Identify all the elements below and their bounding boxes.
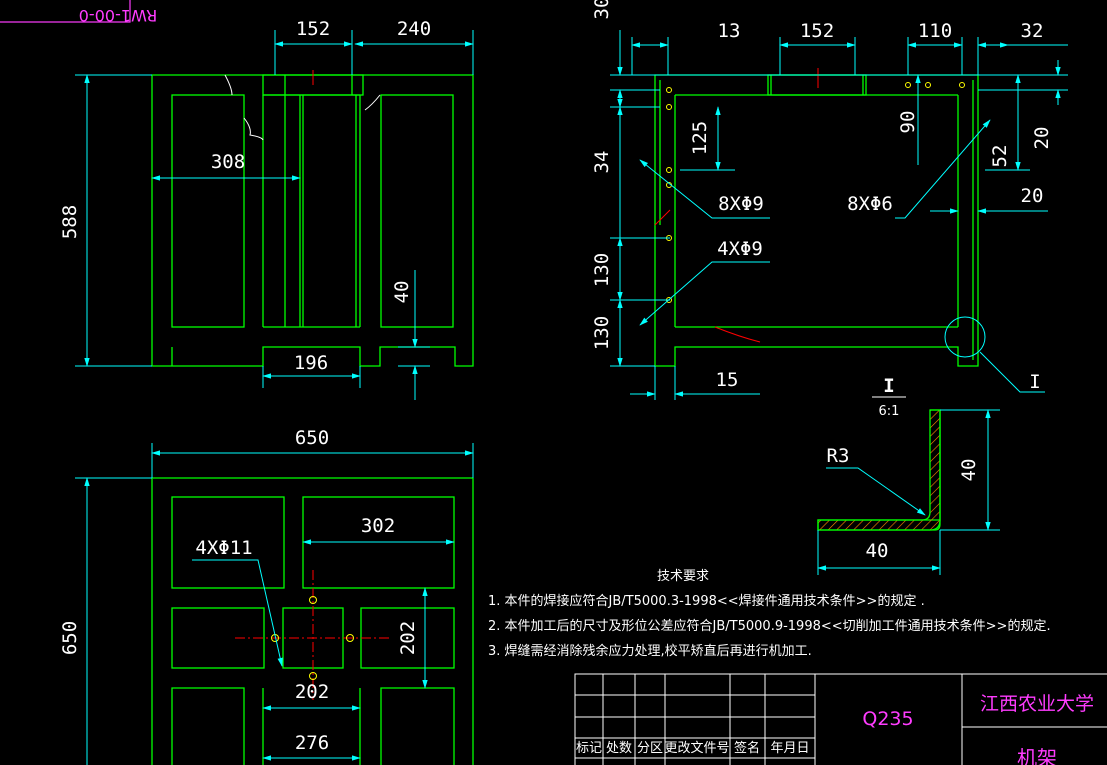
dim-label: 130: [591, 253, 613, 287]
tech-title: 技术要求: [657, 569, 709, 584]
hole-callout: 8XΦ9: [718, 193, 764, 215]
dim-label: 32: [1021, 20, 1044, 42]
hole-callout: 8XΦ6: [847, 193, 893, 215]
dim-label: 40: [958, 459, 980, 482]
tech-item: 1. 本件的焊接应符合JB/T5000.3-1998<<焊接件通用技术条件>>的…: [488, 593, 925, 609]
top-view-dimensions: [75, 443, 474, 765]
dim-label: 90: [897, 111, 919, 134]
dim-label: 110: [918, 20, 952, 42]
hole: [309, 672, 317, 680]
part-name: 机架: [1017, 746, 1057, 765]
top-view-holes: [271, 596, 354, 680]
dim-label: 20: [1021, 185, 1044, 207]
title-header: 签名: [734, 740, 760, 756]
top-view-dimension-labels: 650 650 302 202 202 276 4XΦ11: [59, 427, 419, 754]
dim-label: 152: [800, 20, 834, 42]
hole: [346, 634, 354, 642]
hole-callout: 4XΦ9: [717, 238, 763, 260]
material: Q235: [862, 708, 913, 730]
side-view: [654, 74, 979, 367]
dim-label: 588: [59, 205, 81, 239]
tech-item: 2. 本件加工后的尺寸及形位公差应符合JB/T5000.9-1998<<切削加工…: [488, 618, 1051, 634]
dim-label: 308: [211, 151, 245, 173]
title-block: [574, 673, 1107, 765]
organization: 江西农业大学: [980, 693, 1094, 715]
hole: [666, 167, 672, 173]
detail-circle: [944, 316, 986, 358]
dim-label: 650: [295, 427, 329, 449]
dim-label: 202: [295, 681, 329, 703]
angle-section: [817, 409, 941, 531]
side-view-dimensions: [610, 30, 1068, 400]
drawing-code-box: RW1-00-0: [0, 0, 157, 25]
hole: [905, 82, 911, 88]
dim-label: 34: [591, 151, 613, 174]
detail-view: I 6:1 R3 40 40: [817, 375, 1000, 575]
dim-label: 125: [689, 121, 711, 155]
detail-label: I: [883, 375, 894, 397]
front-right-panel: [380, 94, 454, 328]
dim-label: 20: [1031, 127, 1053, 150]
dim-label: 130: [591, 316, 613, 350]
front-view-outline: [151, 74, 474, 367]
title-header: 分区: [637, 741, 663, 756]
dim-label: 30: [591, 0, 613, 19]
top-view-centerlines: [235, 570, 390, 700]
hole: [925, 82, 931, 88]
side-view-holes: [666, 82, 965, 303]
hole: [959, 82, 965, 88]
front-view-dimensions: [75, 30, 474, 400]
dim-label: 15: [716, 369, 739, 391]
dim-label: 13: [718, 20, 741, 42]
dim-label: 40: [391, 281, 413, 304]
title-header: 更改文件号: [664, 741, 729, 756]
detail-scale: 6:1: [879, 404, 900, 419]
dim-label: 302: [361, 515, 395, 537]
technical-requirements: 技术要求 1. 本件的焊接应符合JB/T5000.3-1998<<焊接件通用技术…: [488, 569, 1051, 659]
side-view-outline: [654, 74, 979, 367]
dim-label: 276: [295, 732, 329, 754]
dim-label: 40: [866, 540, 889, 562]
detail-tag: I: [1029, 371, 1040, 393]
tech-item: 3. 焊缝需经消除残余应力处理,校平矫直后再进行机加工.: [488, 643, 812, 659]
title-header: 标记: [576, 741, 602, 756]
dim-label: 152: [296, 18, 330, 40]
title-header: 处数: [606, 741, 632, 756]
top-panel: [171, 496, 285, 589]
hole-callout: 4XΦ11: [195, 537, 252, 559]
break-line: [364, 94, 381, 111]
dim-label: 196: [294, 352, 328, 374]
radius-label: R3: [827, 445, 850, 467]
section-mark: [654, 209, 671, 226]
side-view-dimension-labels: 30 13 152 110 32 34 125 90 20 52 20 130 …: [591, 0, 1053, 393]
front-left-panel: [171, 94, 245, 328]
hole: [309, 596, 317, 604]
drawing-code: RW1-00-0: [79, 6, 158, 25]
hole: [666, 87, 672, 93]
dim-label: 52: [989, 145, 1011, 168]
hole: [666, 104, 672, 110]
title-block-text: 标记 处数 分区 更改文件号 签名 年月日 Q235 江西农业大学 机架: [576, 693, 1094, 765]
dim-label: 650: [59, 621, 81, 655]
front-view-dimension-labels: 152 240 308 588 40 196: [59, 18, 431, 374]
break-line: [243, 117, 264, 141]
break-line: [224, 74, 233, 96]
top-panel: [171, 607, 265, 669]
dim-label: 202: [397, 621, 419, 655]
title-header: 年月日: [770, 741, 809, 756]
front-view: [151, 74, 474, 367]
dim-label: 240: [397, 18, 431, 40]
break-line: [714, 326, 761, 343]
